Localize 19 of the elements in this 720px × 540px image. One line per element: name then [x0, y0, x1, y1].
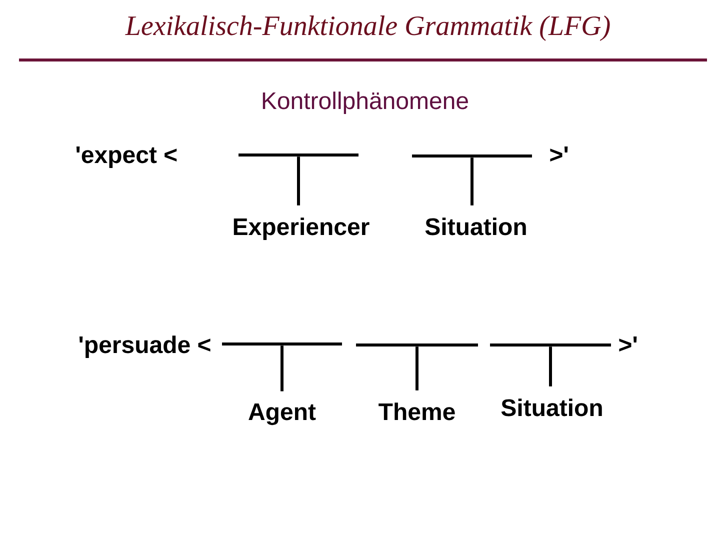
slot-line — [412, 154, 532, 158]
slot-line — [490, 343, 611, 346]
slot-line — [238, 154, 358, 156]
stem-line — [549, 346, 552, 386]
slot-line — [356, 343, 478, 346]
slot-line — [222, 342, 342, 346]
predicate-text: 'persuade < — [79, 336, 210, 358]
role-label: Situation — [501, 398, 602, 416]
stem-line — [280, 346, 284, 392]
role-label: Agent — [248, 403, 316, 426]
role-label: Theme — [378, 402, 455, 420]
role-label: Situation — [425, 218, 526, 236]
stem-line — [297, 156, 300, 206]
section-heading: Kontrollphänomene — [262, 92, 468, 114]
role-label: Experiencer — [234, 218, 370, 240]
slide-title: Lexikalisch-Funktionale Grammatik (LFG) — [125, 16, 610, 41]
predicate-text: 'expect < — [76, 146, 177, 168]
stem-line — [470, 158, 474, 206]
stem-line — [416, 346, 418, 390]
